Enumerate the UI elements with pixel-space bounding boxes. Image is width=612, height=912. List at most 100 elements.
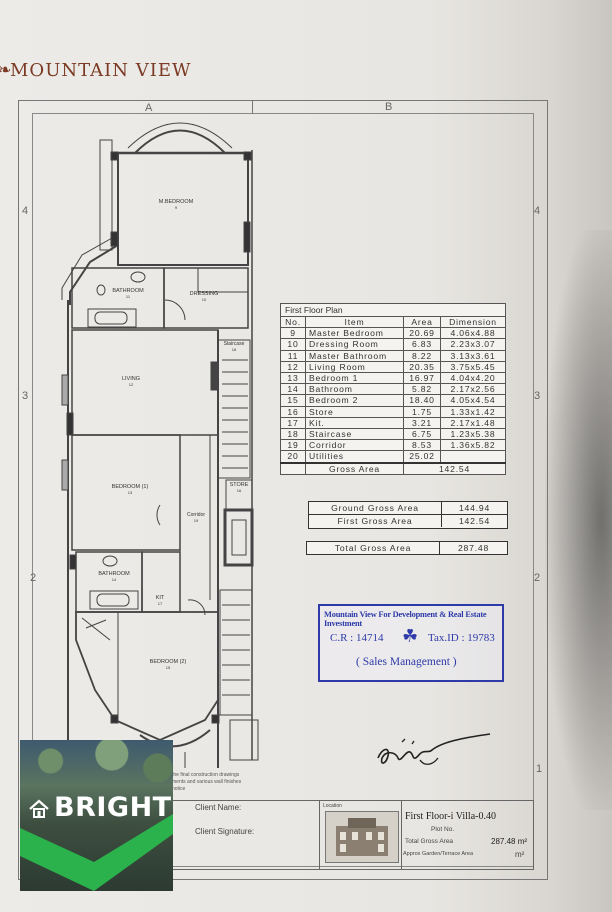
table-header-row: No. Item Area Dimension	[280, 315, 506, 329]
stamp-tax-id: Tax.ID : 19783	[428, 632, 495, 644]
note-line: the final construction drawings	[172, 772, 240, 778]
room-number: 13	[127, 490, 133, 495]
room-number: 12	[128, 382, 134, 387]
grid-label-a: A	[145, 102, 153, 114]
room-number: 9	[174, 205, 178, 210]
title-block: Client Name: Client Signature: Location …	[172, 800, 534, 870]
client-name-label: Client Name:	[195, 803, 242, 812]
cell-dimension: 2.23x3.07	[440, 338, 506, 351]
total-gross-area-value: 287.48 m²	[491, 837, 528, 846]
photo-shadow	[545, 230, 612, 810]
cell-no: 13	[280, 372, 306, 385]
cell-area: 6.83	[403, 338, 441, 351]
cell-item: Master Bathroom	[305, 349, 404, 362]
grid-label-2-left: 2	[30, 572, 37, 584]
cell-area: 16.97	[403, 372, 441, 385]
checkmark-icon	[20, 814, 173, 891]
grid-label-b: B	[385, 101, 393, 113]
logo-background-image	[20, 740, 173, 810]
cell-item: Bedroom 2	[305, 394, 404, 407]
ground-first-summary: Ground Gross Area 144.94 First Gross Are…	[308, 501, 508, 529]
cell-dimension: 2.17x1.48	[440, 416, 506, 430]
cell-dimension: 1.36x5.82	[440, 439, 506, 452]
room-dressing: DRESSING 10	[184, 291, 224, 302]
room-staircase: Staircase 18	[214, 341, 254, 352]
room-living: LIVING 12	[111, 376, 151, 387]
cell-area: 25.02	[403, 450, 441, 464]
cell-item: Corridor	[305, 439, 404, 452]
floor-plan	[61, 122, 259, 768]
cell-dimension: 3.13x3.61	[440, 349, 506, 362]
stamp-logo-icon: ☘	[402, 626, 419, 646]
handwritten-signature	[377, 733, 491, 765]
room-label: Staircase	[223, 341, 245, 347]
cell-item: Master Bedroom	[305, 327, 404, 340]
first-area-value: 142.54	[458, 516, 491, 526]
room-number: 17	[157, 601, 163, 606]
cell-dimension: 1.33x1.42	[440, 405, 506, 418]
room-number: 11	[125, 294, 131, 299]
cell-dimension: 3.75x5.45	[440, 360, 506, 374]
area-table: First Floor Plan No. Item Area Dimension…	[280, 303, 506, 475]
brand-title: MOUNTAIN VIEW	[0, 60, 191, 81]
cell-item: Dressing Room	[305, 338, 404, 351]
cell-item: Staircase	[305, 428, 404, 441]
grid-label-3-left: 3	[22, 390, 29, 402]
room-number: 15	[165, 665, 171, 670]
area-table-title: First Floor Plan	[280, 303, 506, 316]
room-number: 16	[236, 488, 242, 493]
client-signature-label: Client Signature:	[195, 827, 255, 836]
total-area-label: Total Gross Area	[307, 542, 440, 554]
header-item: Item	[305, 315, 404, 329]
gross-area-row: Gross Area 142.54	[280, 461, 506, 475]
ground-area-value: 144.94	[458, 503, 491, 513]
cell-area: 3.21	[403, 416, 441, 430]
cell-no: 9	[280, 327, 306, 340]
room-label: KIT	[155, 595, 165, 601]
room-label: Corridor	[186, 512, 206, 518]
cell-item: Kit.	[305, 416, 404, 430]
cell-area: 18.40	[403, 394, 441, 407]
cell-item: Bathroom	[305, 383, 404, 396]
total-area-value: 287.48	[457, 543, 490, 553]
room-bathroom-bottom: BATHROOM 14	[94, 571, 134, 582]
sheet-info-cell	[401, 801, 534, 869]
cell-no: 16	[280, 405, 306, 418]
cell-item: Bedroom 1	[305, 372, 404, 385]
cell-dimension: 4.05x4.54	[440, 394, 506, 407]
room-number: 18	[231, 347, 237, 352]
cell-no: 19	[280, 439, 306, 452]
client-cell	[173, 801, 320, 869]
garden-area-unit: m²	[515, 850, 525, 859]
room-bedroom-2: BEDROOM (2) 15	[138, 659, 198, 670]
summary-row-first: First Gross Area 142.54	[309, 515, 507, 527]
cell-area: 1.75	[403, 405, 441, 418]
cell-dimension: 1.23x5.38	[440, 428, 506, 441]
cell-item: Living Room	[305, 360, 404, 374]
room-kit: KIT 17	[148, 595, 172, 606]
cell-no: 17	[280, 416, 306, 430]
cell-no: 15	[280, 394, 306, 407]
gross-area-value: 142.54	[403, 461, 506, 475]
room-corridor: Corridor 19	[178, 512, 214, 523]
first-area-label: First Gross Area	[309, 515, 442, 527]
cell-no: 14	[280, 383, 306, 396]
room-label: LIVING	[121, 376, 141, 382]
cell-area: 20.69	[403, 327, 441, 340]
cell-area: 20.35	[403, 360, 441, 374]
room-number: 14	[111, 577, 117, 582]
room-label: BEDROOM (2)	[149, 659, 187, 665]
grid-label-4-left: 4	[22, 205, 29, 217]
cell-no: 10	[280, 338, 306, 351]
drawing-frame-inner	[32, 113, 534, 867]
cell-dimension	[440, 450, 506, 464]
cell-no: 18	[280, 428, 306, 441]
company-stamp: Mountain View For Development & Real Est…	[318, 604, 504, 682]
